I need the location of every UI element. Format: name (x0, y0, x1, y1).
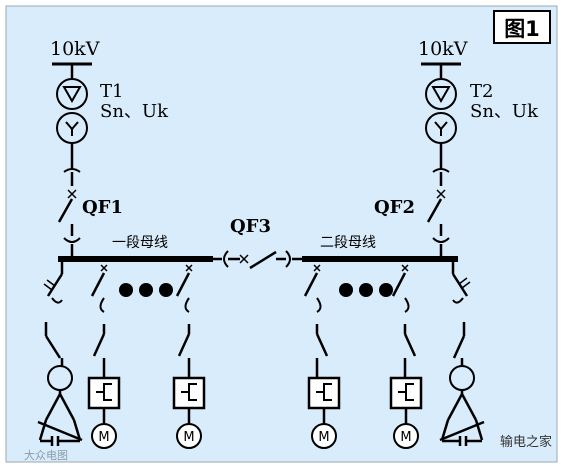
breaker-qf1-icon (57, 189, 81, 258)
figure-label-box (493, 10, 551, 44)
motor-1b-icon (176, 423, 202, 449)
left-voltage-label: 10kV (50, 38, 100, 60)
motor-2a-icon (311, 423, 337, 449)
feeder-ellipsis-dot (119, 283, 133, 297)
motor-feeder-1b (172, 264, 206, 424)
motor-feeder-2b (389, 264, 423, 424)
right-voltage-label: 10kV (418, 38, 468, 60)
left-source-feeder: 10kV T1 Sn、Uk QF1 (50, 38, 169, 258)
motor-2a-label: M (318, 430, 329, 445)
capacitor-feeder-2 (439, 259, 485, 446)
figure-label: 图1 (504, 17, 540, 41)
transformer-t2-name: T2 (470, 81, 493, 102)
transformer-t1-params: Sn、Uk (100, 101, 169, 122)
breaker-qf1-label: QF1 (82, 197, 123, 218)
capacitor-feeder-1 (37, 259, 83, 446)
motor-1b-label: M (183, 430, 194, 445)
feeder-ellipsis-dot (379, 283, 393, 297)
feeder-ellipsis-dot (159, 283, 173, 297)
transformer-t1-name: T1 (100, 81, 123, 102)
motor-2b-label: M (400, 430, 411, 445)
transformer-t2-params: Sn、Uk (470, 101, 539, 122)
watermark-left: 大众电图 (24, 448, 68, 462)
busbar-1-label: 一段母线 (112, 235, 168, 251)
breaker-qf2-icon (426, 189, 450, 258)
motor-1a-label: M (98, 430, 109, 445)
feeder-ellipsis-dot (359, 283, 373, 297)
bus-tie-qf3-label: QF3 (230, 216, 271, 237)
feeder-ellipsis-dot (139, 283, 153, 297)
motor-1a-icon (91, 423, 117, 449)
motor-feeder-1a (87, 264, 121, 424)
bus-tie-breaker-qf3-icon (213, 250, 302, 270)
breaker-qf2-label: QF2 (374, 197, 415, 218)
right-source-feeder: 10kV T2 Sn、Uk QF2 (374, 38, 539, 258)
motor-2b-icon (393, 423, 419, 449)
watermark-right: 输电之家 (500, 434, 552, 450)
feeder-ellipsis-dot (339, 283, 353, 297)
motor-feeder-2a (303, 264, 341, 424)
busbar-2-label: 二段母线 (320, 235, 376, 251)
